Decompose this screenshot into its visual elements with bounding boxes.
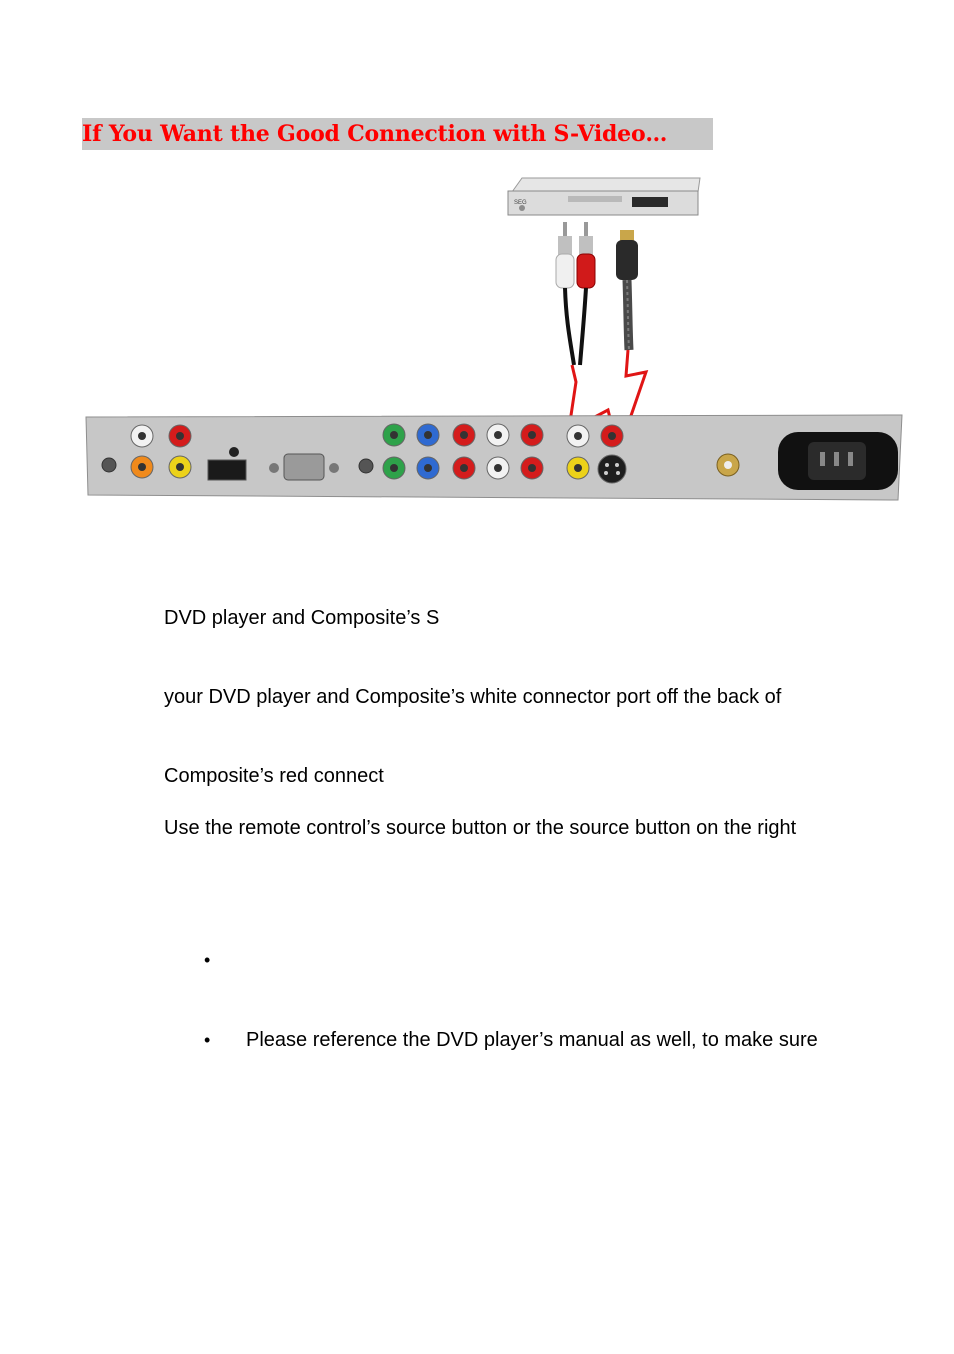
dvd-player-image: SEG <box>508 178 700 215</box>
bullet-marker-1: • <box>204 948 210 972</box>
rca-red-plug <box>577 222 595 288</box>
body-line-1: DVD player and Composite’s S <box>164 606 439 630</box>
body-line-3: Composite’s red connect <box>164 764 384 788</box>
connection-diagram: SEG <box>0 160 954 520</box>
bullet-marker-2: • <box>204 1028 210 1052</box>
bullet-text-2: Please reference the DVD player’s manual… <box>246 1028 818 1052</box>
dvd-logo-text: SEG <box>514 200 527 206</box>
rca-red-cable <box>580 288 586 365</box>
body-line-4: Use the remote control’s source button o… <box>164 816 796 840</box>
svideo-plug <box>616 230 638 280</box>
rca-white-plug <box>556 222 574 288</box>
page-heading: If You Want the Good Connection with S-V… <box>82 118 713 150</box>
body-line-2: your DVD player and Composite’s white co… <box>164 685 781 709</box>
tv-back-panel <box>86 415 902 500</box>
rca-white-cable <box>565 288 574 365</box>
svideo-cable <box>627 280 629 350</box>
